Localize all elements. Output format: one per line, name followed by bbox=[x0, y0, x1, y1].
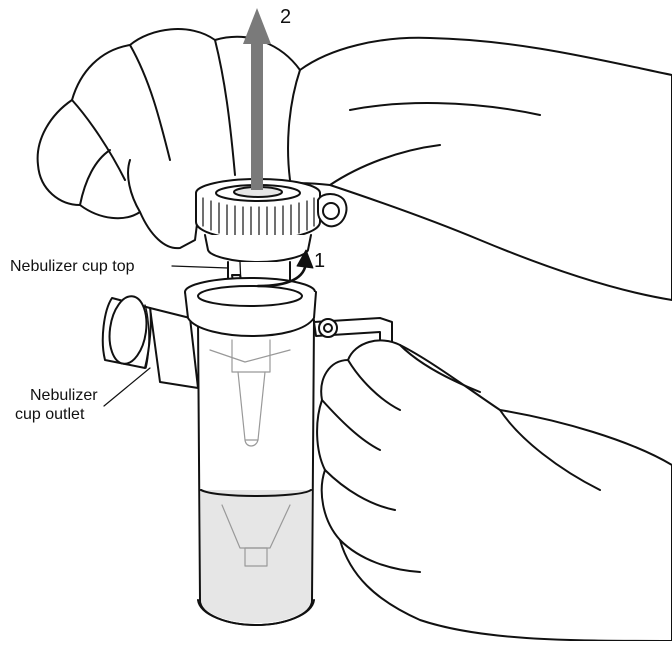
step-2-label: 2 bbox=[280, 6, 291, 28]
cup-outlet-label-line1: Nebulizer bbox=[30, 386, 98, 405]
lower-hand bbox=[317, 340, 672, 641]
cup-outlet-leader-line bbox=[104, 368, 150, 406]
cup-outlet-label-line2: cup outlet bbox=[15, 405, 84, 424]
nebulizer-cup-outlet bbox=[103, 294, 198, 388]
step-1-label: 1 bbox=[314, 250, 325, 272]
cup-top-label: Nebulizer cup top bbox=[10, 257, 135, 276]
cup-top-leader-line bbox=[172, 266, 228, 268]
